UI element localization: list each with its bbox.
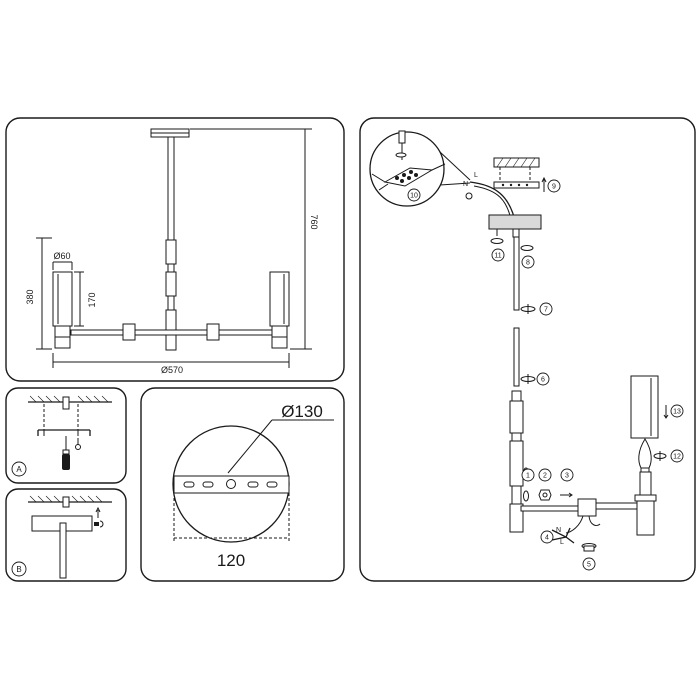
downrod <box>167 136 175 241</box>
screw-icon <box>75 438 81 450</box>
dimensions-panel: 760 380 170 Ø60 Ø570 <box>5 117 345 382</box>
step-number-4: 4 <box>545 535 549 542</box>
dim-width: Ø570 <box>161 365 183 375</box>
dim-shade-diameter: Ø60 <box>53 251 70 261</box>
step-number-6: 6 <box>541 377 545 384</box>
step-b-panel: B <box>5 488 127 582</box>
arm <box>520 505 579 512</box>
step-a-panel: A <box>5 387 127 484</box>
step-number-3: 3 <box>565 473 569 480</box>
canopy-plate-panel: Ø130 120 <box>140 387 345 582</box>
step-number-13: 13 <box>673 409 681 416</box>
step-number-10: 10 <box>410 193 418 200</box>
dim-height-total: 760 <box>309 214 319 229</box>
step-number-5: 5 <box>587 562 591 569</box>
bulb-icon <box>638 438 652 473</box>
step-number-7: 7 <box>544 307 548 314</box>
detail-bubble: 10 <box>369 130 471 207</box>
step-number-9: 9 <box>552 184 556 191</box>
wire-label-l-arm: L <box>560 539 564 546</box>
lamp-holder <box>636 498 655 536</box>
dim-bracket-length: 120 <box>217 551 245 570</box>
step-number-11: 11 <box>494 253 501 260</box>
dim-canopy-diameter: Ø130 <box>281 402 323 421</box>
right-shade <box>269 271 290 349</box>
horizontal-arm <box>70 329 280 336</box>
assembly-panel: 10 9 L N 11 8 <box>359 117 696 582</box>
step-number-8: 8 <box>526 260 530 267</box>
wire-label-n: N <box>463 181 468 188</box>
step-a-label: A <box>16 465 22 474</box>
step-number-12: 12 <box>673 454 681 461</box>
canopy-body <box>488 214 542 230</box>
pliers-icon <box>551 527 575 544</box>
dim-height-lamp: 380 <box>25 289 35 304</box>
left-shade <box>52 271 73 349</box>
step-number-2: 2 <box>543 473 547 480</box>
shade <box>630 375 659 439</box>
wire-label-n-arm: N <box>556 527 561 534</box>
screwdriver-icon <box>62 436 70 470</box>
wire-label-l: L <box>474 172 478 179</box>
ground-icon <box>465 192 473 200</box>
mounting-bar <box>493 181 540 189</box>
step-number-1: 1 <box>526 473 530 480</box>
dim-shade-height: 170 <box>87 292 97 307</box>
step-b-label: B <box>16 565 21 574</box>
screw-icon <box>94 520 104 528</box>
